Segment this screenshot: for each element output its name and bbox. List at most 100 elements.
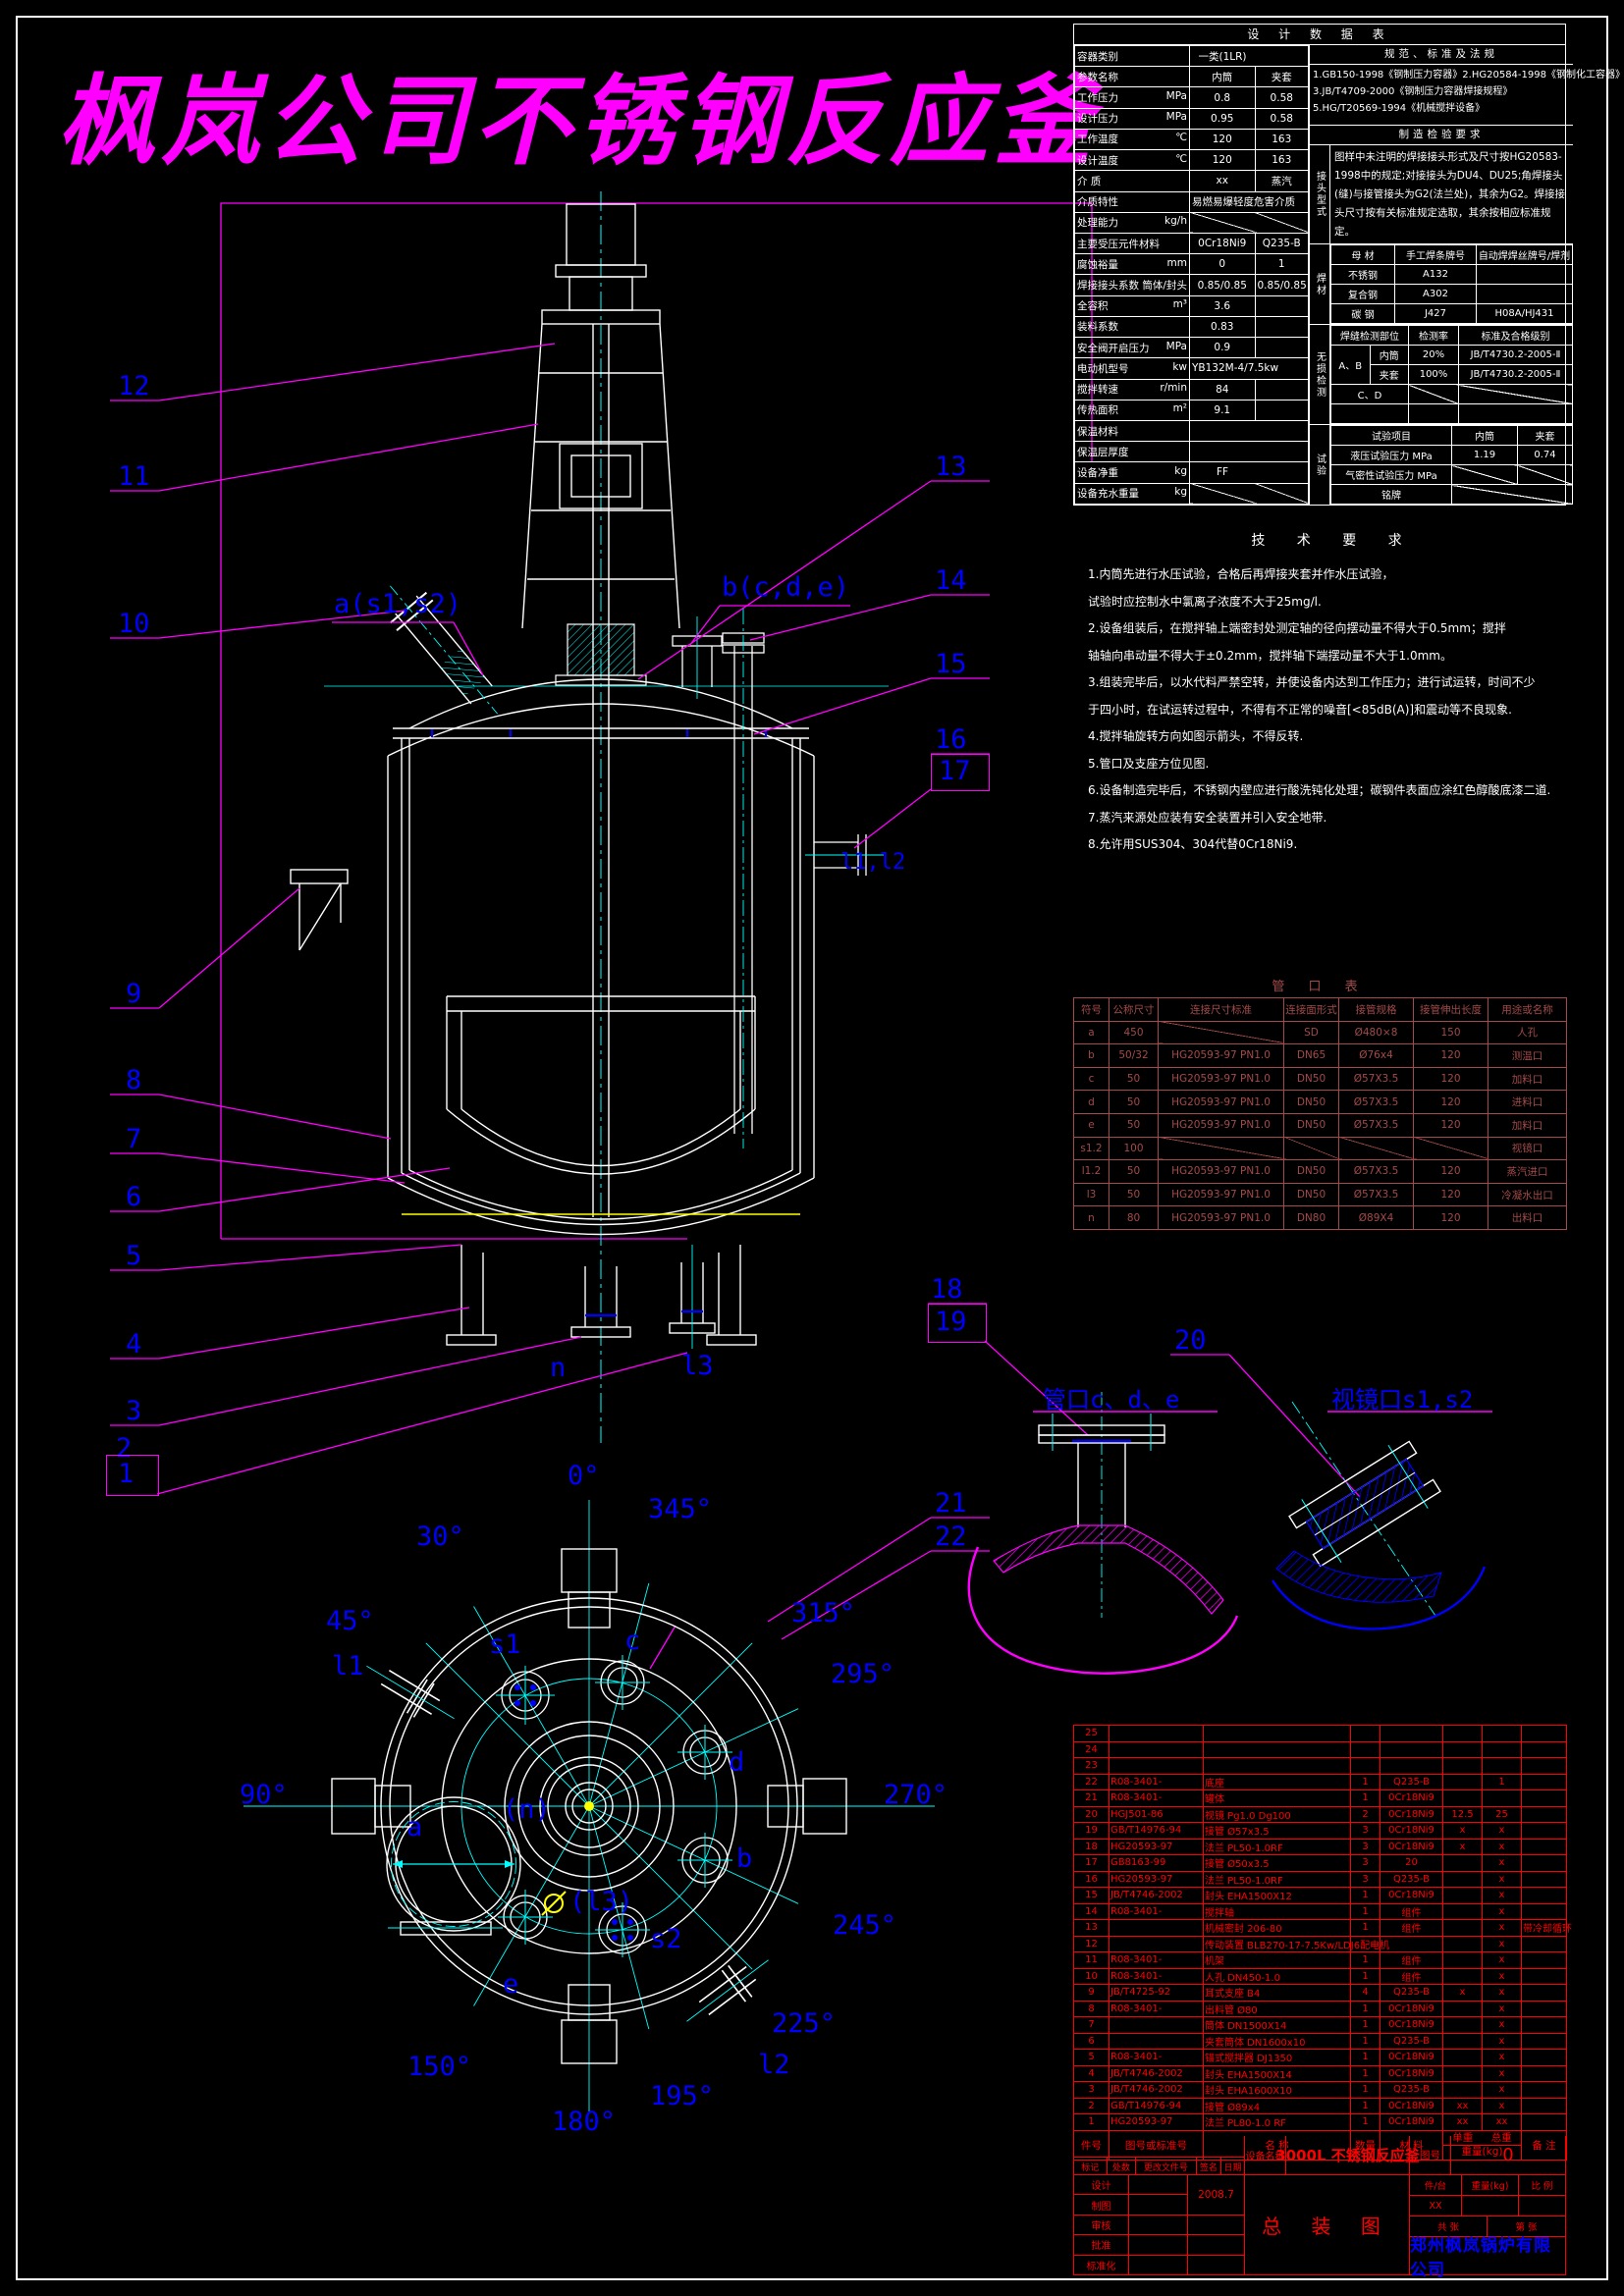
standards-title: 规范、标准及法规 bbox=[1310, 45, 1573, 65]
ndt-table: 焊缝检测部位 检测率 标准及合格级别 A、B 内筒 20% JB/T4730.2… bbox=[1330, 325, 1573, 424]
weld-head: 自动焊焊丝牌号/焊剂 bbox=[1476, 244, 1573, 265]
weld-head: 手工焊条牌号 bbox=[1394, 244, 1477, 265]
design-row: 工作温度℃ 120 163 bbox=[1074, 128, 1309, 151]
joint-side-label: 接头型式 bbox=[1310, 145, 1330, 243]
param-unit: kw bbox=[1172, 360, 1187, 373]
bom-std: R08-3401- bbox=[1109, 2000, 1204, 2017]
bom-row: 8 R08-3401- 出料管 Ø80 1 0Cr18Ni9 x bbox=[1073, 2000, 1567, 2017]
param-label: 设备充水重量 bbox=[1077, 488, 1139, 501]
design-table-title: 设 计 数 据 表 bbox=[1073, 24, 1566, 45]
param-label: 工作温度 bbox=[1077, 133, 1118, 146]
param-label: 全容积 bbox=[1077, 300, 1109, 313]
param-label: 容器类别 bbox=[1077, 50, 1118, 63]
bom-std: R08-3401- bbox=[1109, 1967, 1204, 1985]
bom-item-no: 5 bbox=[1073, 2049, 1110, 2066]
bom-name: 搅拌轴 bbox=[1203, 1902, 1351, 1920]
bom-std: R08-3401- bbox=[1109, 1773, 1204, 1790]
plan-label-l2: l2 bbox=[758, 2050, 790, 2080]
bom-name: 耳式支座 B4 bbox=[1203, 1984, 1351, 2002]
design-row: 主要受压元件材料 0Cr18Ni9 Q235-B bbox=[1074, 232, 1309, 255]
design-row: 设计温度℃ 120 163 bbox=[1074, 149, 1309, 172]
ndt-zone: C、D bbox=[1330, 384, 1409, 404]
bom-item-no: 9 bbox=[1073, 1984, 1110, 2002]
bom-std bbox=[1109, 1919, 1204, 1937]
center-point bbox=[584, 1801, 594, 1811]
callout-1: 1 bbox=[118, 1459, 135, 1489]
param-unit: kg bbox=[1174, 464, 1187, 477]
plan-label-s1: s1 bbox=[489, 1629, 521, 1660]
angle-90: 90° bbox=[240, 1780, 288, 1810]
param-label: 设备净重 bbox=[1077, 466, 1118, 479]
bom-std: GB8163-99 bbox=[1109, 1854, 1204, 1872]
bom-name: 封头 EHA1500X14 bbox=[1203, 2064, 1351, 2082]
value-inner: 0.95 bbox=[1189, 107, 1256, 130]
value-jacket bbox=[1254, 337, 1309, 359]
weld-material-table: 母 材 手工焊条牌号 自动焊焊丝牌号/焊剂 不锈钢 A132 bbox=[1330, 244, 1573, 324]
angle-150: 150° bbox=[407, 2052, 472, 2082]
bom-std: GB/T14976-94 bbox=[1109, 2097, 1204, 2114]
bom-item-no: 2 bbox=[1073, 2097, 1110, 2114]
bom-name: 视镜 Pg1.0 Dg100 bbox=[1203, 1805, 1351, 1823]
bom-std bbox=[1109, 1725, 1204, 1742]
value-inner: 内筒 bbox=[1189, 66, 1256, 88]
bom-item-no: 16 bbox=[1073, 1870, 1110, 1888]
bom-name: 接管 Ø89x4 bbox=[1203, 2097, 1351, 2114]
bom-item-no: 7 bbox=[1073, 2016, 1110, 2034]
param-label: 搅拌转速 bbox=[1077, 384, 1118, 397]
bom-item-no: 22 bbox=[1073, 1773, 1110, 1790]
bom-row: 10 R08-3401- 人孔 DN450-1.0 1 组件 x bbox=[1073, 1967, 1567, 1985]
bom-std bbox=[1109, 1757, 1204, 1775]
value-inner: 120 bbox=[1189, 128, 1256, 151]
value-inner bbox=[1189, 211, 1255, 234]
fabrication-title: 制造检验要求 bbox=[1310, 126, 1573, 145]
bom-std: HG20593-97 bbox=[1109, 1870, 1204, 1888]
label-l3: l3 bbox=[681, 1351, 714, 1381]
test-side-label: 试验 bbox=[1310, 425, 1330, 505]
break-line bbox=[967, 1546, 1239, 1675]
param-label: 参数名称 bbox=[1077, 71, 1118, 83]
callout-1-box bbox=[106, 1455, 159, 1496]
bom-name: 封头 EHA1500X12 bbox=[1203, 1887, 1351, 1904]
nozzle-row: c 50 HG20593-97 PN1.0 DN50 Ø57X3.5 120 加… bbox=[1073, 1066, 1567, 1092]
ratio-header: 件/台 重量(kg) 比 例 bbox=[1410, 2175, 1566, 2196]
nozzle-purpose: 冷凝水出口 bbox=[1488, 1182, 1567, 1207]
bom-row: 11 R08-3401- 机架 1 组件 x bbox=[1073, 1951, 1567, 1969]
drawing-no: 0 bbox=[1451, 2136, 1566, 2175]
value-jacket: 蒸汽 bbox=[1254, 170, 1309, 192]
sign-row-label: 制图 bbox=[1073, 2195, 1129, 2216]
bom-std: JB/T4746-2002 bbox=[1109, 2081, 1204, 2099]
support-bracket bbox=[290, 869, 349, 951]
nozzle-symbol: d bbox=[1073, 1090, 1110, 1114]
bom-item-no: 20 bbox=[1073, 1805, 1110, 1823]
bom-row: 9 JB/T4725-92 耳式支座 B4 4 Q235-B x x bbox=[1073, 1984, 1567, 2002]
label-b-group: b(c,d,e) bbox=[722, 572, 850, 603]
bom-row: 15 JB/T4746-2002 封头 EHA1500X12 1 0Cr18Ni… bbox=[1073, 1887, 1567, 1904]
tech-requirement-line: 7.蒸汽来源处应装有安全装置并引入安全地带. bbox=[1088, 810, 1327, 825]
nozzle-row: a 450 SD Ø480×8 150 人孔 bbox=[1073, 1020, 1567, 1045]
value-jacket: 1 bbox=[1254, 253, 1309, 276]
standard-line: 3.JB/T4709-2000《钢制压力容器焊接规程》 bbox=[1313, 86, 1513, 97]
value-inner: 0.85/0.85 bbox=[1189, 274, 1256, 296]
technical-requirements: 技 术 要 求 1.内筒先进行水压试验，合格后再焊接夹套并作水压试验，试验时应控… bbox=[1088, 530, 1579, 859]
bom-item-no: 11 bbox=[1073, 1951, 1110, 1969]
value-jacket: Q235-B bbox=[1254, 232, 1309, 255]
bom-row: 1 HG20593-97 法兰 PL80-1.0 RF 1 0Cr18Ni9 x… bbox=[1073, 2113, 1567, 2131]
callout-17-box bbox=[931, 754, 990, 791]
value-inner: YB132M-4/7.5kw bbox=[1189, 357, 1278, 380]
bom-row: 25 bbox=[1073, 1725, 1567, 1742]
param-label: 介质特性 bbox=[1077, 196, 1118, 209]
tech-requirement-line: 2.设备组装后，在搅拌轴上端密封处测定轴的径向摆动量不得大于0.5mm；搅拌 bbox=[1088, 621, 1506, 635]
angle-180: 180° bbox=[552, 2107, 617, 2137]
value-jacket bbox=[1255, 357, 1309, 380]
weld-head: 母 材 bbox=[1330, 244, 1395, 265]
bom-std: GB/T14976-94 bbox=[1109, 1822, 1204, 1840]
tech-requirement-line: 6.设备制造完毕后，不锈钢内壁应进行酸洗钝化处理；碳钢件表面应涂红色醇酸底漆二道… bbox=[1088, 783, 1551, 797]
value-jacket bbox=[1255, 211, 1309, 234]
param-label: 介 质 bbox=[1077, 175, 1102, 187]
ndt-zone: A、B bbox=[1330, 345, 1371, 385]
value-jacket: 163 bbox=[1254, 149, 1309, 172]
standpipe bbox=[722, 609, 765, 1148]
callout-12: 12 bbox=[118, 371, 150, 401]
